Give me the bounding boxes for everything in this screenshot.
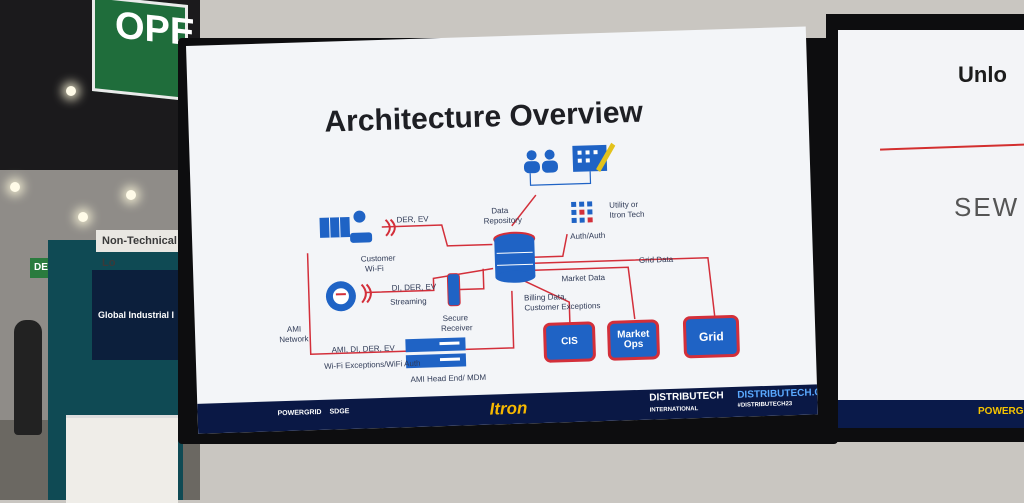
meter-icon [323, 279, 358, 314]
label-ami-network-2: Network [279, 334, 309, 345]
cis-label: CIS [561, 337, 578, 348]
label-data-repo-1: Data [491, 206, 508, 217]
database-icon [492, 230, 538, 285]
booth-screen: Global Industrial I [92, 270, 184, 360]
label-ami-network-1: AMI [287, 325, 302, 335]
auth-grid-icon [569, 199, 600, 230]
right-slide-logo: SEW [954, 192, 1019, 223]
right-slide-divider [880, 143, 1024, 150]
label-customer-wifi-2: Wi-Fi [365, 264, 384, 275]
booth-counter [66, 415, 178, 503]
label-data-repo-2: Repository [484, 216, 523, 227]
person [14, 320, 42, 435]
footer-distributech-url: DISTRIBUTECH.COM [737, 387, 818, 401]
footer-powergrid-logo: POWERGRID [277, 409, 321, 417]
grid-box: Grid [683, 315, 740, 359]
distributech-subtitle: INTERNATIONAL [650, 406, 699, 414]
ceiling-light [66, 86, 76, 96]
ceiling-light [78, 212, 88, 222]
booth-screen-text: Global Industrial I [98, 310, 174, 320]
secure-receiver-icon [445, 271, 462, 307]
distributech-name: DISTRIBUTECH [649, 390, 724, 403]
users-icon [519, 146, 566, 175]
footer-hashtag: #DISTRIBUTECH23 [737, 401, 792, 409]
architecture-slide: Architecture Overview [186, 27, 818, 434]
label-grid-data: Grid Data [639, 255, 674, 266]
ceiling-light [10, 182, 20, 192]
building-icon [569, 139, 616, 174]
right-slide-footer: POWERGRID [838, 400, 1024, 428]
market-ops-box: Market Ops [607, 319, 660, 361]
right-slide-title: Unlo [958, 62, 1007, 88]
open-sign: OPE [92, 0, 188, 101]
label-customer-wifi-1: Customer [361, 254, 396, 265]
right-tv-screen: Unlo SEW POWERGRID [838, 30, 1024, 428]
label-ami-di: AMI, DI, DER, EV [331, 344, 394, 356]
footer-distributech-logo: DISTRIBUTECH INTERNATIONAL [649, 390, 724, 416]
footer-sdge-logo: SDGE [329, 408, 349, 416]
label-der-ev: DER, EV [396, 214, 428, 225]
label-market-data: Market Data [561, 273, 605, 284]
label-secure-2: Receiver [441, 323, 473, 334]
label-auth: Auth/Auth [570, 231, 605, 242]
right-footer-logo: POWERGRID [978, 406, 1024, 417]
ceiling-light [126, 190, 136, 200]
meter-signal-icon [358, 282, 379, 305]
cis-box: CIS [543, 321, 596, 363]
label-utility-2: Itron Tech [609, 210, 644, 221]
connector-headend [464, 291, 514, 349]
home-solar-ev-icon [315, 208, 376, 250]
label-di-der-ev: DI, DER, EV [392, 282, 437, 293]
market-ops-label-2: Ops [624, 340, 644, 351]
connector-to-auth [532, 234, 568, 257]
label-streaming: Streaming [390, 297, 427, 308]
grid-label: Grid [699, 331, 724, 342]
footer-itron-logo: Itron [489, 398, 527, 419]
